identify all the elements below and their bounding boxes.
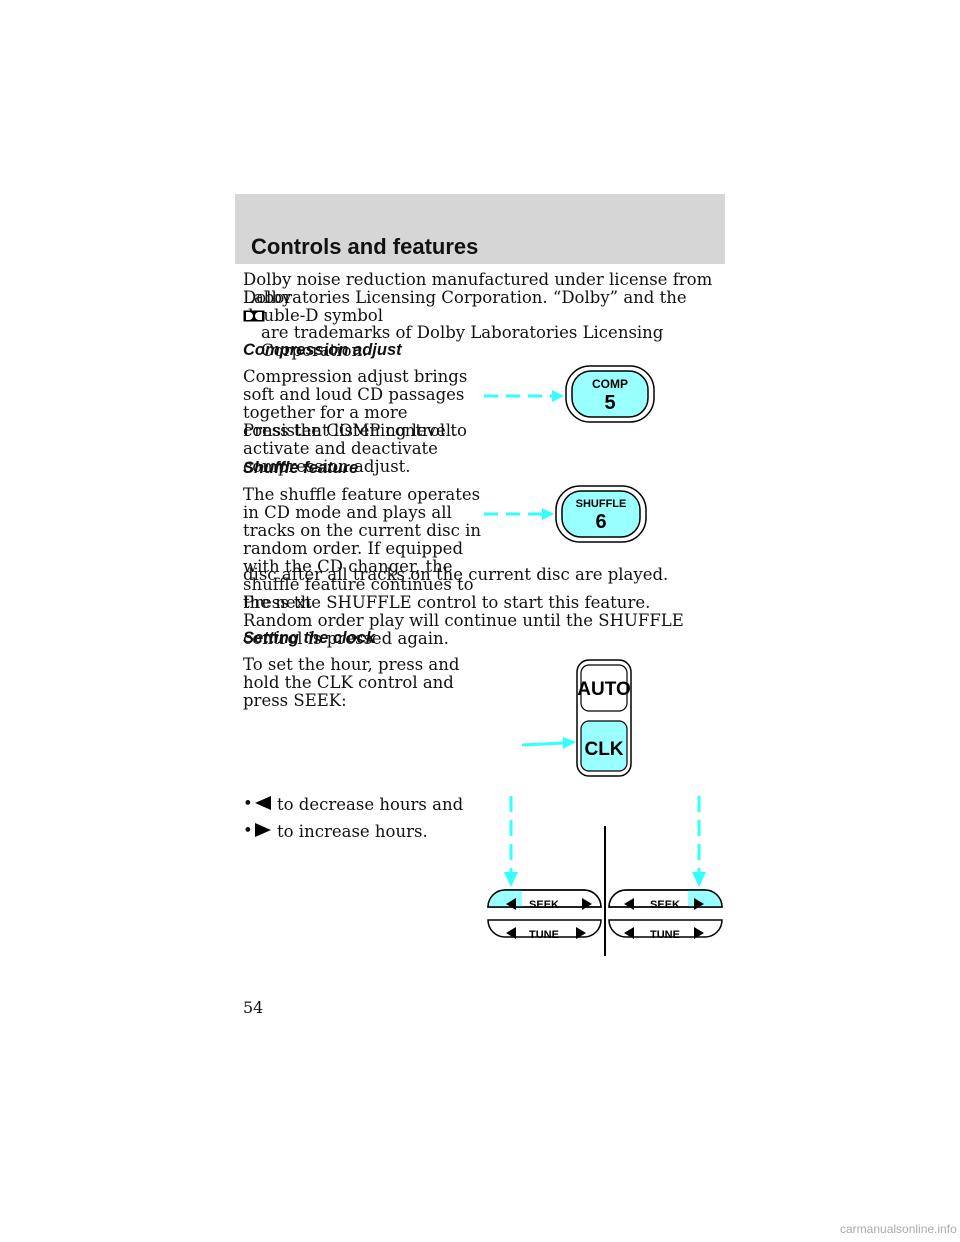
triangle-left-icon xyxy=(255,795,277,814)
bullet-decrease-text: to decrease hours and xyxy=(277,794,464,814)
comp-button-label: COMP xyxy=(592,377,628,391)
shuffle-paragraph-2: Press the SHUFFLE control to start this … xyxy=(243,593,684,648)
tune-left-arrow-icon xyxy=(624,927,634,939)
intro-line-3: are trademarks of Dolby Laboratories Lic… xyxy=(261,323,664,360)
seek-right-highlight xyxy=(688,890,722,907)
compression-paragraph-2: Press the COMP control to activate and d… xyxy=(243,421,467,476)
shuffle-button[interactable] xyxy=(561,490,641,538)
arrow-line xyxy=(521,741,565,747)
arrow-head-icon xyxy=(504,872,518,887)
bullet-decrease: •to decrease hours and xyxy=(243,794,464,814)
section-title: Controls and features xyxy=(251,234,479,259)
seek-tune-illustration: SEEK TUNE SEEK TUNE xyxy=(487,796,723,956)
auto-button-label: AUTO xyxy=(577,679,630,700)
shuffle-button-number: 6 xyxy=(595,511,606,533)
comp-button[interactable] xyxy=(571,370,649,418)
compression-paragraph-1: Compression adjust brings soft and loud … xyxy=(243,367,468,440)
tune-button-right[interactable] xyxy=(608,919,723,938)
bullet-increase: •to increase hours. xyxy=(243,821,428,841)
tune-button-left[interactable] xyxy=(487,919,602,938)
intro-line-1: Dolby noise reduction manufactured under… xyxy=(243,270,713,307)
triangle-right-icon xyxy=(255,822,277,841)
auto-clk-illustration: AUTO CLK xyxy=(521,659,632,777)
comp-button-number: 5 xyxy=(604,392,615,414)
clk-button-label: CLK xyxy=(584,739,623,760)
shuffle-button-label: SHUFFLE xyxy=(576,498,627,510)
page-number: 54 xyxy=(243,998,264,1017)
double-d-icon xyxy=(243,308,265,326)
seek-left-arrow-icon[interactable] xyxy=(624,898,634,910)
bullet-increase-text: to increase hours. xyxy=(277,821,428,841)
clock-heading: Setting the clock xyxy=(243,629,376,647)
intro-line-2: Laboratories Licensing Corporation. “Dol… xyxy=(243,288,687,325)
watermark: carmanualsonline.info xyxy=(840,1222,957,1236)
tune-label-left: TUNE xyxy=(529,929,559,941)
intro-line-3-wrap: are trademarks of Dolby Laboratories Lic… xyxy=(243,305,723,362)
seek-left-arrow-icon[interactable] xyxy=(506,898,516,910)
section-header: Controls and features xyxy=(235,194,725,264)
shuffle-heading: Shuffle feature xyxy=(243,459,359,477)
arrow-head-icon xyxy=(552,390,564,402)
seek-right-arrow-icon[interactable] xyxy=(694,898,704,910)
shuffle-paragraph-1a: The shuffle feature operates in CD mode … xyxy=(243,485,481,612)
seek-right-arrow-icon[interactable] xyxy=(582,898,592,910)
clock-paragraph-1: To set the hour, press and hold the CLK … xyxy=(243,655,460,710)
auto-button[interactable] xyxy=(580,664,628,712)
seek-label-left: SEEK xyxy=(529,899,559,911)
tune-left-arrow-icon xyxy=(506,927,516,939)
tune-right-arrow-icon xyxy=(694,927,704,939)
arrow-head-icon xyxy=(563,737,576,749)
arrow-head-icon xyxy=(542,508,554,520)
arrow-head-icon xyxy=(692,872,706,887)
seek-label-right: SEEK xyxy=(650,899,680,911)
shuffle-paragraph-1b: disc after all tracks on the current dis… xyxy=(243,565,669,584)
shuffle-button-illustration: SHUFFLE 6 xyxy=(484,485,647,543)
compression-heading: Compression adjust xyxy=(243,341,402,359)
seek-left-highlight xyxy=(488,890,522,907)
clk-button[interactable] xyxy=(580,720,628,772)
tune-right-arrow-icon xyxy=(576,927,586,939)
comp-button-illustration: COMP 5 xyxy=(484,365,655,423)
tune-label-right: TUNE xyxy=(650,929,680,941)
